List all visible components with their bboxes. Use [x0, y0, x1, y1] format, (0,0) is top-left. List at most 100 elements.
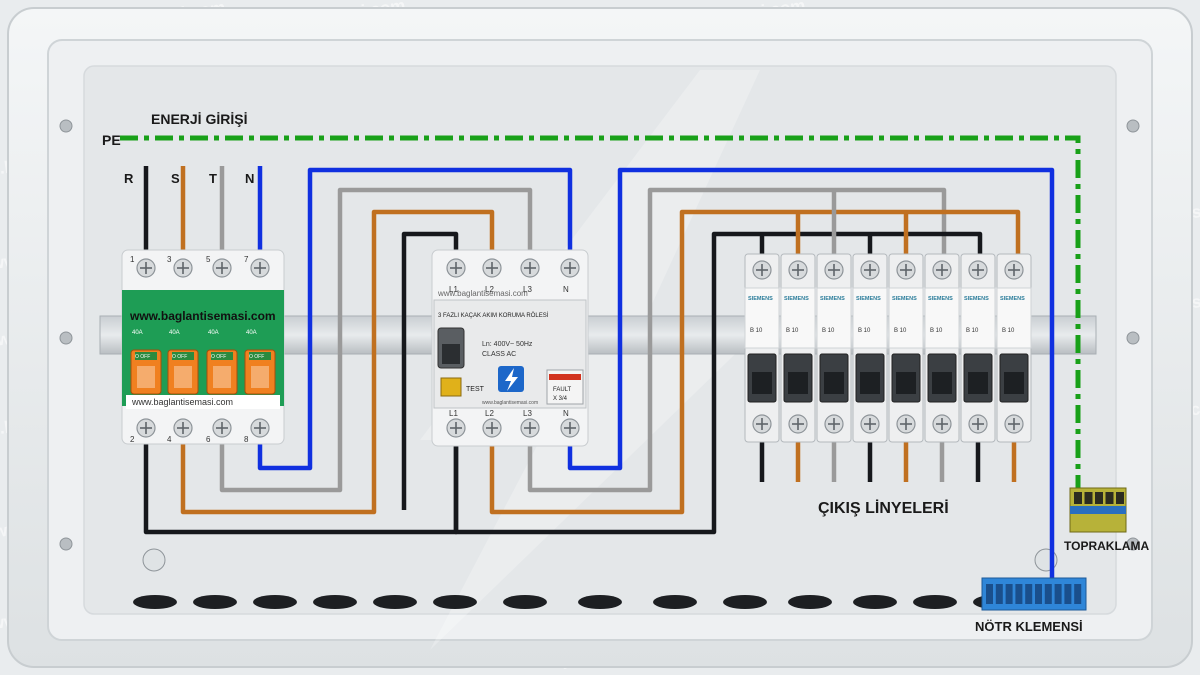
- mcb-toggle[interactable]: [855, 353, 885, 403]
- rcd-brand: www.baglantisemasi.com: [437, 289, 528, 298]
- rcd-top-screw: [520, 258, 540, 278]
- rcd-bottom-terminal-label: L1: [449, 409, 458, 418]
- phase-n-label: N: [245, 171, 254, 186]
- mb-black-to-rcd-wire: [401, 231, 459, 510]
- mcb-bottom-screw: [860, 414, 880, 434]
- neutral-terminal-block: [981, 577, 1087, 611]
- rcd-top-terminal-label: N: [563, 285, 569, 294]
- cable-gland: [193, 595, 237, 609]
- main-breaker: O OFF O OFF O OFF O OFF: [121, 249, 285, 445]
- mcb-rating: B 10: [786, 328, 799, 334]
- mcb-top-screw: [968, 260, 988, 280]
- main-breaker-toggle[interactable]: O OFF: [167, 349, 199, 395]
- mcb-toggle[interactable]: [999, 353, 1029, 403]
- mcb-breaker: SIEMENS B 10: [960, 253, 996, 443]
- main-breaker-bottom-screw: [173, 418, 193, 438]
- mcb-toggle[interactable]: [963, 353, 993, 403]
- neutral-terminal-slot: [986, 584, 993, 604]
- pe-wire: [120, 135, 1081, 490]
- main-breaker-bottom-terminal-number: 8: [244, 435, 249, 444]
- main-breaker-top-screw: [136, 258, 156, 278]
- phase-r-label: R: [124, 171, 134, 186]
- main-breaker-pole-rating: 40A: [132, 330, 143, 336]
- rcd-class: CLASS AC: [482, 351, 516, 358]
- mcb-brand: SIEMENS: [1000, 296, 1025, 302]
- rcd-top-terminal-label: L3: [523, 285, 532, 294]
- rcd-bottom-terminal-label: N: [563, 409, 569, 418]
- rcd-fault-label: FAULT: [553, 387, 572, 393]
- ground-terminal-slot: [1084, 492, 1093, 504]
- neutral-terminal-label: NÖTR KLEMENSİ: [975, 619, 1083, 634]
- mcb-bottom-screw: [1004, 414, 1024, 434]
- main-breaker-top-screw: [250, 258, 270, 278]
- rcd-fault-value: X 3/4: [553, 396, 568, 402]
- cable-gland: [723, 595, 767, 609]
- rcd-bottom-screw: [446, 418, 466, 438]
- main-breaker-bottom-screw: [250, 418, 270, 438]
- main-breaker-top-terminal-number: 1: [130, 255, 135, 264]
- main-breaker-switch-label: O OFF: [249, 354, 264, 360]
- neutral-terminal-slot: [1015, 584, 1023, 604]
- rcd-bottom-terminal-label: L3: [523, 409, 532, 418]
- cable-gland: [373, 595, 417, 609]
- main-breaker-brand: www.baglantisemasi.com: [129, 309, 276, 323]
- main-breaker-switch-label: O OFF: [172, 354, 187, 360]
- mcb-breaker: SIEMENS B 10: [924, 253, 960, 443]
- neutral-terminal-slot: [1005, 584, 1013, 604]
- rcd-top-terminal-label: L1: [449, 285, 458, 294]
- mcb-rating: B 10: [894, 328, 907, 334]
- mcb-brand: SIEMENS: [964, 296, 989, 302]
- mb-out-gray-wire: [219, 187, 533, 493]
- ground-terminal-slot: [1105, 492, 1114, 504]
- mcb-rating: B 10: [750, 328, 763, 334]
- cable-gland: [253, 595, 297, 609]
- mcb-toggle[interactable]: [747, 353, 777, 403]
- rcd-top-screw: [446, 258, 466, 278]
- main-breaker-toggle[interactable]: O OFF: [244, 349, 276, 395]
- main-breaker-toggle[interactable]: O OFF: [130, 349, 162, 395]
- rcd-bottom-screw: [482, 418, 502, 438]
- mcb-toggle[interactable]: [819, 353, 849, 403]
- cable-gland: [853, 595, 897, 609]
- main-breaker-pole-rating: 40A: [169, 330, 180, 336]
- main-breaker-bottom-terminal-number: 2: [130, 435, 135, 444]
- mcb-bottom-screw: [824, 414, 844, 434]
- main-breaker-toggle[interactable]: O OFF: [206, 349, 238, 395]
- main-breaker-top-terminal-number: 3: [167, 255, 172, 264]
- main-breaker-pole-rating: 40A: [246, 330, 257, 336]
- mcb-brand: SIEMENS: [856, 296, 881, 302]
- phase-t-label: T: [209, 171, 217, 186]
- rcd-test-button[interactable]: [440, 377, 462, 397]
- bolt-icon: [505, 368, 518, 391]
- rcd-top-terminal-label: L2: [485, 285, 494, 294]
- mcb-top-screw: [932, 260, 952, 280]
- rcd-top-screw: [560, 258, 580, 278]
- mcb-toggle[interactable]: [783, 353, 813, 403]
- main-breaker-switch-label: O OFF: [135, 354, 150, 360]
- neutral-terminal-slot: [1074, 584, 1082, 604]
- rcd-title: 3 FAZLI KAÇAK AKIM KORUMA RÖLESİ: [438, 312, 549, 319]
- rcd-bottom-terminal-label: L2: [485, 409, 494, 418]
- mb-out-brown-wire: [180, 209, 495, 515]
- rcd-device: [431, 249, 589, 447]
- mcb-rating: B 10: [966, 328, 979, 334]
- mcb-toggle[interactable]: [891, 353, 921, 403]
- mcb-rating: B 10: [930, 328, 943, 334]
- rcd-bottom-screw: [520, 418, 540, 438]
- mcb-brand: SIEMENS: [820, 296, 845, 302]
- neutral-terminal-slot: [995, 584, 1003, 604]
- mcb-bottom-screw: [932, 414, 952, 434]
- mcb-top-screw: [824, 260, 844, 280]
- main-breaker-footer: www.baglantisemasi.com: [131, 397, 233, 407]
- mcb-toggle[interactable]: [927, 353, 957, 403]
- cable-gland: [913, 595, 957, 609]
- mcb-brand: SIEMENS: [928, 296, 953, 302]
- main-breaker-bottom-terminal-number: 6: [206, 435, 211, 444]
- main-breaker-top-terminal-number: 7: [244, 255, 249, 264]
- mcb-row: SIEMENS B 10 SIEMENS B 10 SIEMENS B 10 SIEMENS…: [744, 253, 1032, 443]
- grounding-label: TOPRAKLAMA: [1064, 539, 1149, 553]
- rcd-out-gray-wire: [527, 187, 947, 493]
